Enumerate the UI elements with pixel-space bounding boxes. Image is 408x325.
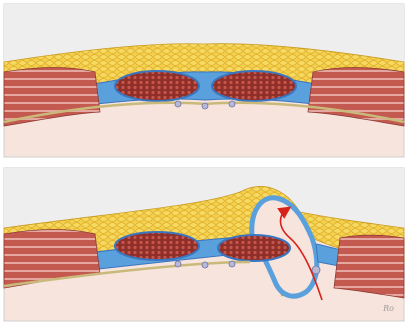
rectus-muscle-left-top: [115, 71, 199, 101]
rectus-muscle-left-bottom: [115, 232, 199, 260]
vessel-bottom-2: [202, 262, 208, 268]
vessel-top-3: [229, 101, 235, 107]
vessel-bottom-3: [229, 261, 235, 267]
panel-top: [4, 4, 404, 157]
vessel-bottom-1: [175, 261, 181, 267]
artist-signature: Ro: [383, 304, 394, 313]
vessel-bottom-4: [312, 266, 320, 274]
rectus-muscle-right-bottom: [218, 235, 290, 261]
rectus-muscle-right-top: [212, 71, 296, 101]
vessel-top-2: [202, 103, 208, 109]
vessel-top-1: [175, 101, 181, 107]
lateral-muscle-right-bottom: [334, 235, 404, 298]
panel-bottom: [4, 168, 404, 321]
